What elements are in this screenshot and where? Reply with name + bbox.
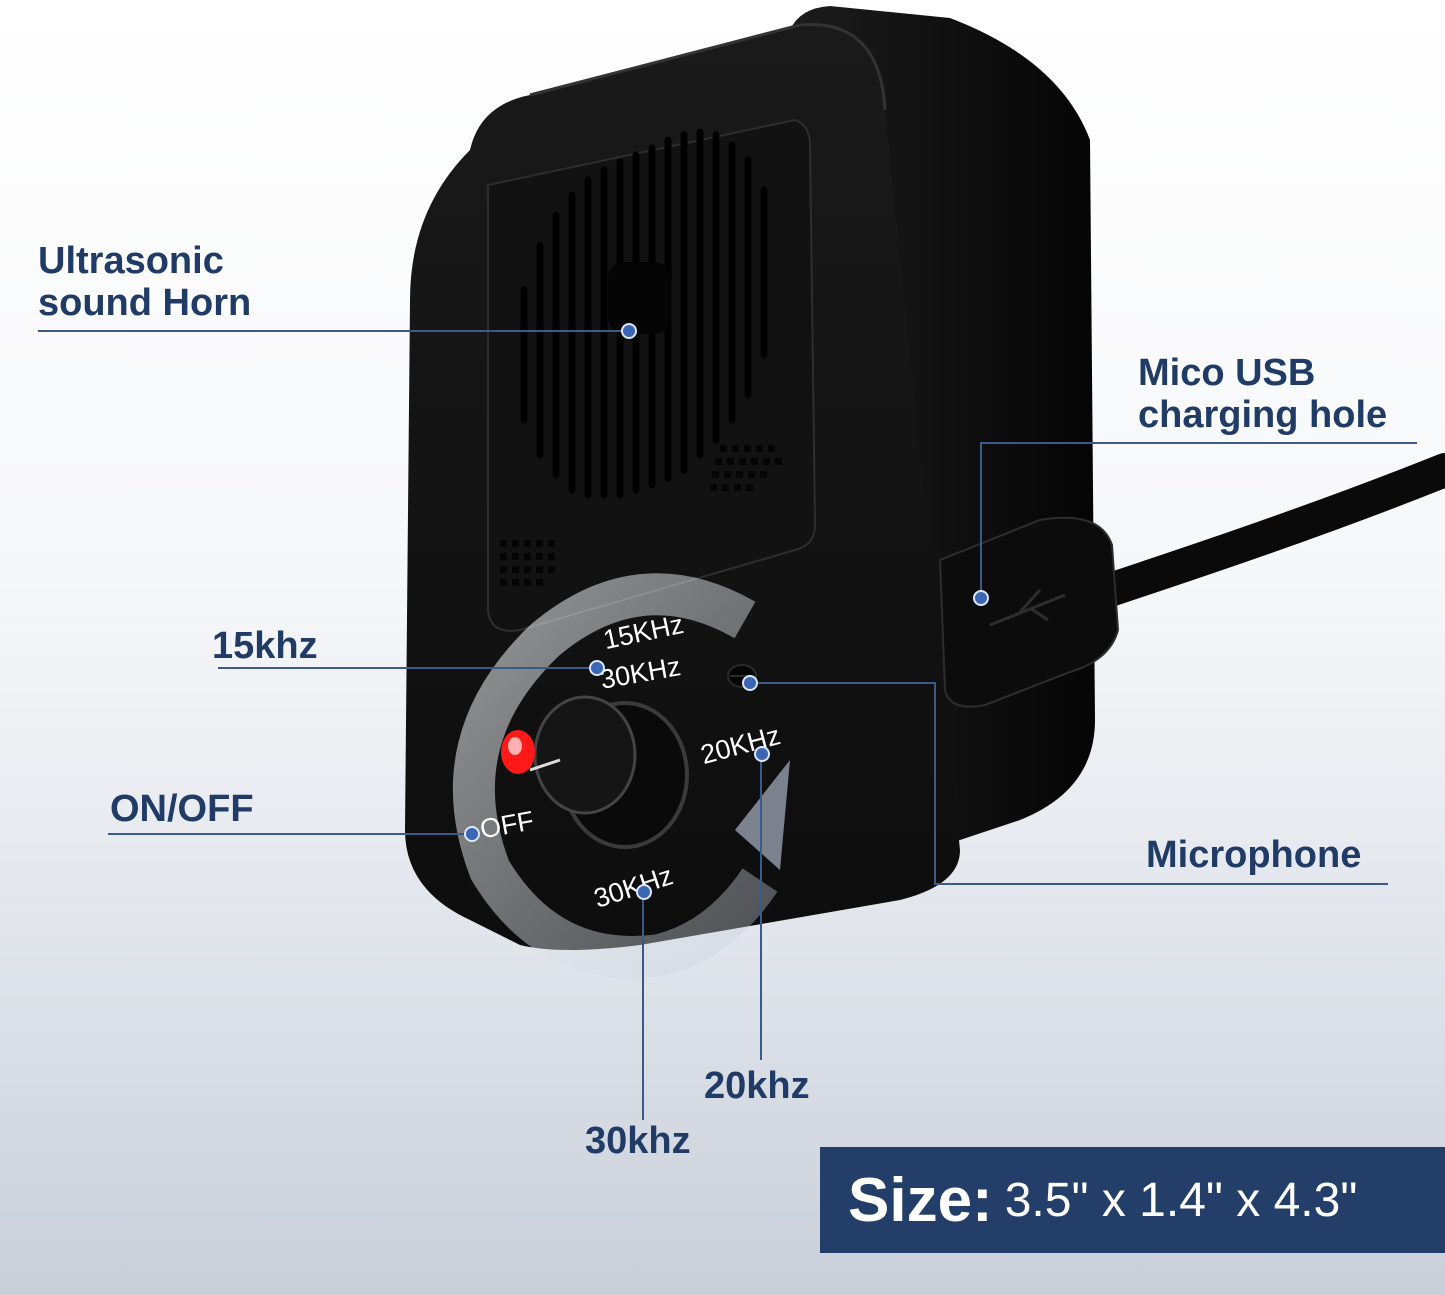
label-ultrasonic-horn: Ultrasonic sound Horn bbox=[38, 240, 251, 324]
dot-grid-left bbox=[500, 540, 555, 586]
usb-cable bbox=[1093, 453, 1445, 607]
callout-dot-onoff bbox=[464, 826, 480, 842]
leader-mic-v bbox=[934, 682, 936, 885]
label-horn-line2: sound Horn bbox=[38, 282, 252, 324]
size-value: 3.5" x 1.4" x 4.3" bbox=[1004, 1173, 1358, 1227]
label-microphone: Microphone bbox=[1146, 834, 1362, 876]
dot-grid-right bbox=[710, 445, 782, 491]
leader-mic-h2 bbox=[934, 883, 1388, 885]
label-usb-line1: Mico USB bbox=[1138, 352, 1316, 394]
callout-dot-15khz bbox=[589, 660, 605, 676]
knob-top bbox=[533, 695, 637, 815]
label-usb: Mico USB charging hole bbox=[1138, 352, 1387, 436]
leader-horn bbox=[38, 330, 628, 332]
usb-plug bbox=[938, 516, 1120, 708]
leader-15khz bbox=[218, 667, 596, 669]
size-banner: Size: 3.5" x 1.4" x 4.3" bbox=[820, 1147, 1445, 1253]
label-20khz: 20khz bbox=[704, 1065, 810, 1107]
leader-20khz bbox=[760, 752, 762, 1060]
dial-arrow-head bbox=[735, 760, 790, 870]
dial-arrow bbox=[452, 573, 778, 978]
label-15khz: 15khz bbox=[212, 625, 318, 667]
callout-dot-30khz bbox=[636, 884, 652, 900]
leader-usb-v bbox=[980, 442, 982, 597]
callout-dot-horn bbox=[621, 323, 637, 339]
leader-30khz bbox=[642, 890, 644, 1120]
size-label: Size: bbox=[848, 1165, 993, 1235]
label-30khz: 30khz bbox=[585, 1120, 691, 1162]
label-usb-line2: charging hole bbox=[1138, 394, 1388, 436]
usb-symbol bbox=[989, 588, 1066, 627]
callout-dot-usb bbox=[973, 590, 989, 606]
horn-center bbox=[608, 262, 670, 334]
leader-usb-h bbox=[980, 442, 1417, 444]
leader-mic-h1 bbox=[748, 682, 936, 684]
label-horn-line1: Ultrasonic bbox=[38, 240, 224, 282]
leader-onoff bbox=[108, 833, 470, 835]
callout-dot-mic bbox=[742, 675, 758, 691]
callout-dot-20khz bbox=[754, 746, 770, 762]
label-onoff: ON/OFF bbox=[110, 788, 254, 830]
